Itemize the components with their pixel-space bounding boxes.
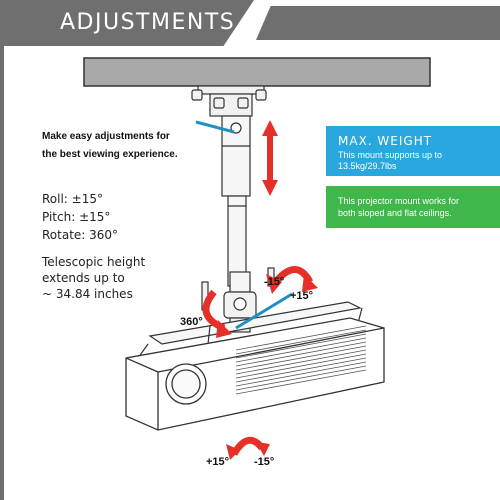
ceiling-compat-line: This projector mount works for bbox=[338, 196, 460, 206]
max-weight-heading: MAX. WEIGHT bbox=[338, 134, 433, 148]
projector-body bbox=[125, 317, 385, 431]
telescopic-line: ~ 34.84 inches bbox=[42, 287, 133, 301]
spec-roll: Roll: ±15° bbox=[42, 192, 103, 206]
height-arrow-icon bbox=[262, 120, 278, 196]
angle-label-360: 360° bbox=[180, 316, 203, 328]
page-title: ADJUSTMENTS bbox=[60, 10, 236, 35]
angle-label-plus15-top: +15° bbox=[290, 290, 314, 302]
intro-text: Make easy adjustments for the best viewi… bbox=[42, 128, 212, 164]
header-accent-panel bbox=[256, 6, 500, 40]
max-weight-box: MAX. WEIGHT This mount supports up to 13… bbox=[326, 126, 500, 176]
max-weight-line: This mount supports up to bbox=[338, 150, 443, 160]
ceiling-compat-body: This projector mount works for both slop… bbox=[338, 195, 496, 219]
pointer-lines bbox=[195, 120, 293, 330]
ceiling-plate bbox=[83, 57, 431, 87]
ceiling-compat-line: both sloped and flat ceilings. bbox=[338, 208, 452, 218]
header-title-panel bbox=[0, 0, 254, 46]
max-weight-body: This mount supports up to 13.5kg/29.7lbs bbox=[338, 150, 494, 172]
angle-label-minus15-bottom: -15° bbox=[254, 456, 275, 468]
vent-grille bbox=[235, 325, 367, 395]
intro-line: the best viewing experience. bbox=[42, 149, 178, 160]
rotation-arrowheads-icon bbox=[216, 274, 318, 460]
spec-pitch: Pitch: ±15° bbox=[42, 210, 111, 224]
spec-list: Roll: ±15° Pitch: ±15° Rotate: 360° bbox=[42, 190, 118, 244]
telescopic-text: Telescopic height extends up to ~ 34.84 … bbox=[42, 254, 202, 302]
angle-label-minus15-top: -15° bbox=[264, 276, 285, 288]
telescopic-line: Telescopic height bbox=[42, 255, 146, 269]
mount-illustration bbox=[83, 57, 431, 460]
telescopic-pole bbox=[221, 115, 251, 293]
angle-label-plus15-bottom: +15° bbox=[206, 456, 230, 468]
max-weight-line: 13.5kg/29.7lbs bbox=[338, 161, 397, 171]
ceiling-bracket bbox=[191, 85, 267, 117]
intro-line: Make easy adjustments for bbox=[42, 131, 170, 142]
ceiling-compat-box: This projector mount works for both slop… bbox=[326, 186, 500, 228]
left-border bbox=[0, 46, 4, 500]
spec-rotate: Rotate: 360° bbox=[42, 228, 119, 242]
telescopic-line: extends up to bbox=[42, 271, 125, 285]
